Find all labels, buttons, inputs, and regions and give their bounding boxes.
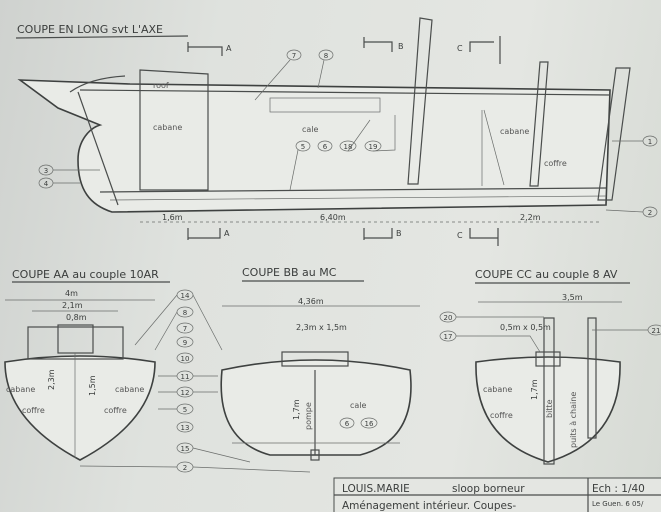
callout: 12 — [181, 389, 190, 397]
callout: 21 — [652, 327, 661, 335]
label-cale-bb: cale — [350, 401, 367, 410]
label-bitte: bitte — [545, 399, 554, 418]
dim-4-36m: 4,36m — [298, 297, 324, 306]
long-callouts: 7 8 5 6 18 19 3 4 1 2 — [38, 49, 658, 218]
label-cabane-cc: cabane — [483, 385, 512, 394]
callout: 18 — [344, 143, 353, 151]
vessel-type: sloop borneur — [452, 483, 525, 495]
label-coffre-left: coffre — [22, 406, 45, 415]
long-section: COUPE EN LONG svt L'AXE A B C roof caban… — [15, 17, 658, 246]
callout: 7 — [183, 325, 187, 333]
callout: 13 — [181, 424, 190, 432]
dim-2-2m: 2,2m — [520, 213, 541, 222]
center-callouts: 14 8 7 9 10 11 12 5 13 15 2 — [79, 289, 311, 473]
label-puits-a-chaine: puits à chaine — [569, 392, 578, 448]
dim-1-7m-bb: 1,7m — [292, 399, 301, 420]
section-mark-b-bottom: B — [396, 229, 402, 238]
callout: 14 — [181, 292, 190, 300]
dim-1-7m-cc: 1,7m — [530, 379, 539, 400]
section-bb: COUPE BB au MC 4,36m 2,3m x 1,5m 1,7m po… — [220, 266, 420, 461]
callout: 17 — [444, 333, 453, 341]
dim-0-8m: 0,8m — [66, 313, 87, 322]
callout: 8 — [324, 52, 328, 60]
callout: 20 — [444, 314, 453, 322]
drawing-subject: Aménagement intérieur. Coupes- — [342, 500, 516, 512]
label-cabane-fwd: cabane — [500, 127, 529, 136]
label-cabane-aft: cabane — [153, 123, 182, 132]
hull-profile — [17, 79, 611, 213]
dim-2-3m: 2,3m — [47, 369, 56, 390]
callout: 11 — [181, 373, 190, 381]
callout: 9 — [183, 339, 187, 347]
dim-2-3x1-5m: 2,3m x 1,5m — [296, 323, 347, 332]
section-cc: COUPE CC au couple 8 AV 3,5m 0,5m x 0,5m… — [439, 268, 661, 465]
dim-3-5m: 3,5m — [562, 293, 583, 302]
section-mark-b-top: B — [398, 42, 404, 51]
callout: 16 — [365, 420, 374, 428]
callout: 1 — [648, 138, 652, 146]
section-mark-c-bottom: C — [457, 231, 463, 240]
label-coffre-cc: coffre — [490, 411, 513, 420]
dim-2-1m: 2,1m — [62, 301, 83, 310]
label-pompe: pompe — [304, 402, 313, 430]
label-cabane-left: cabane — [6, 385, 35, 394]
section-mark-c-top: C — [457, 44, 463, 53]
callout: 4 — [44, 180, 49, 188]
callout: 7 — [292, 52, 296, 60]
callout: 5 — [301, 143, 305, 151]
section-mark-a-top: A — [226, 44, 232, 53]
label-cale: cale — [302, 125, 319, 134]
label-cabane-right: cabane — [115, 385, 144, 394]
dim-1-6m: 1,6m — [162, 213, 183, 222]
label-coffre: coffre — [544, 159, 567, 168]
dim-4m: 4m — [65, 289, 78, 298]
callout: 3 — [44, 167, 48, 175]
label-roof: roof — [153, 81, 169, 90]
section-bb-title: COUPE BB au MC — [242, 266, 337, 279]
callout: 10 — [181, 355, 190, 363]
callout: 19 — [369, 143, 378, 151]
callout: 15 — [181, 445, 190, 453]
dim-0-5x0-5m: 0,5m x 0,5m — [500, 323, 551, 332]
vessel-name: LOUIS.MARIE — [342, 483, 410, 495]
callout: 6 — [323, 143, 328, 151]
callout: 8 — [183, 309, 187, 317]
section-aa-title: COUPE AA au couple 10AR — [12, 268, 159, 281]
dim-6-40m: 6,40m — [320, 213, 346, 222]
callout: 6 — [345, 420, 350, 428]
author-signature: Le Guen. 6 05/ — [592, 500, 644, 508]
section-aa: COUPE AA au couple 10AR 4m 2,1m 0,8m 2,3… — [4, 268, 170, 461]
section-mark-a-bottom: A — [224, 229, 230, 238]
scale: Ech : 1/40 — [592, 483, 645, 495]
callout: 2 — [183, 464, 187, 472]
dim-1-5m: 1,5m — [88, 375, 97, 396]
long-section-title: COUPE EN LONG svt L'AXE — [17, 23, 163, 36]
label-coffre-right: coffre — [104, 406, 127, 415]
title-block: LOUIS.MARIE sloop borneur Ech : 1/40 Amé… — [333, 477, 661, 512]
callout: 2 — [648, 209, 652, 217]
callout: 5 — [183, 406, 187, 414]
section-cc-title: COUPE CC au couple 8 AV — [475, 268, 618, 281]
